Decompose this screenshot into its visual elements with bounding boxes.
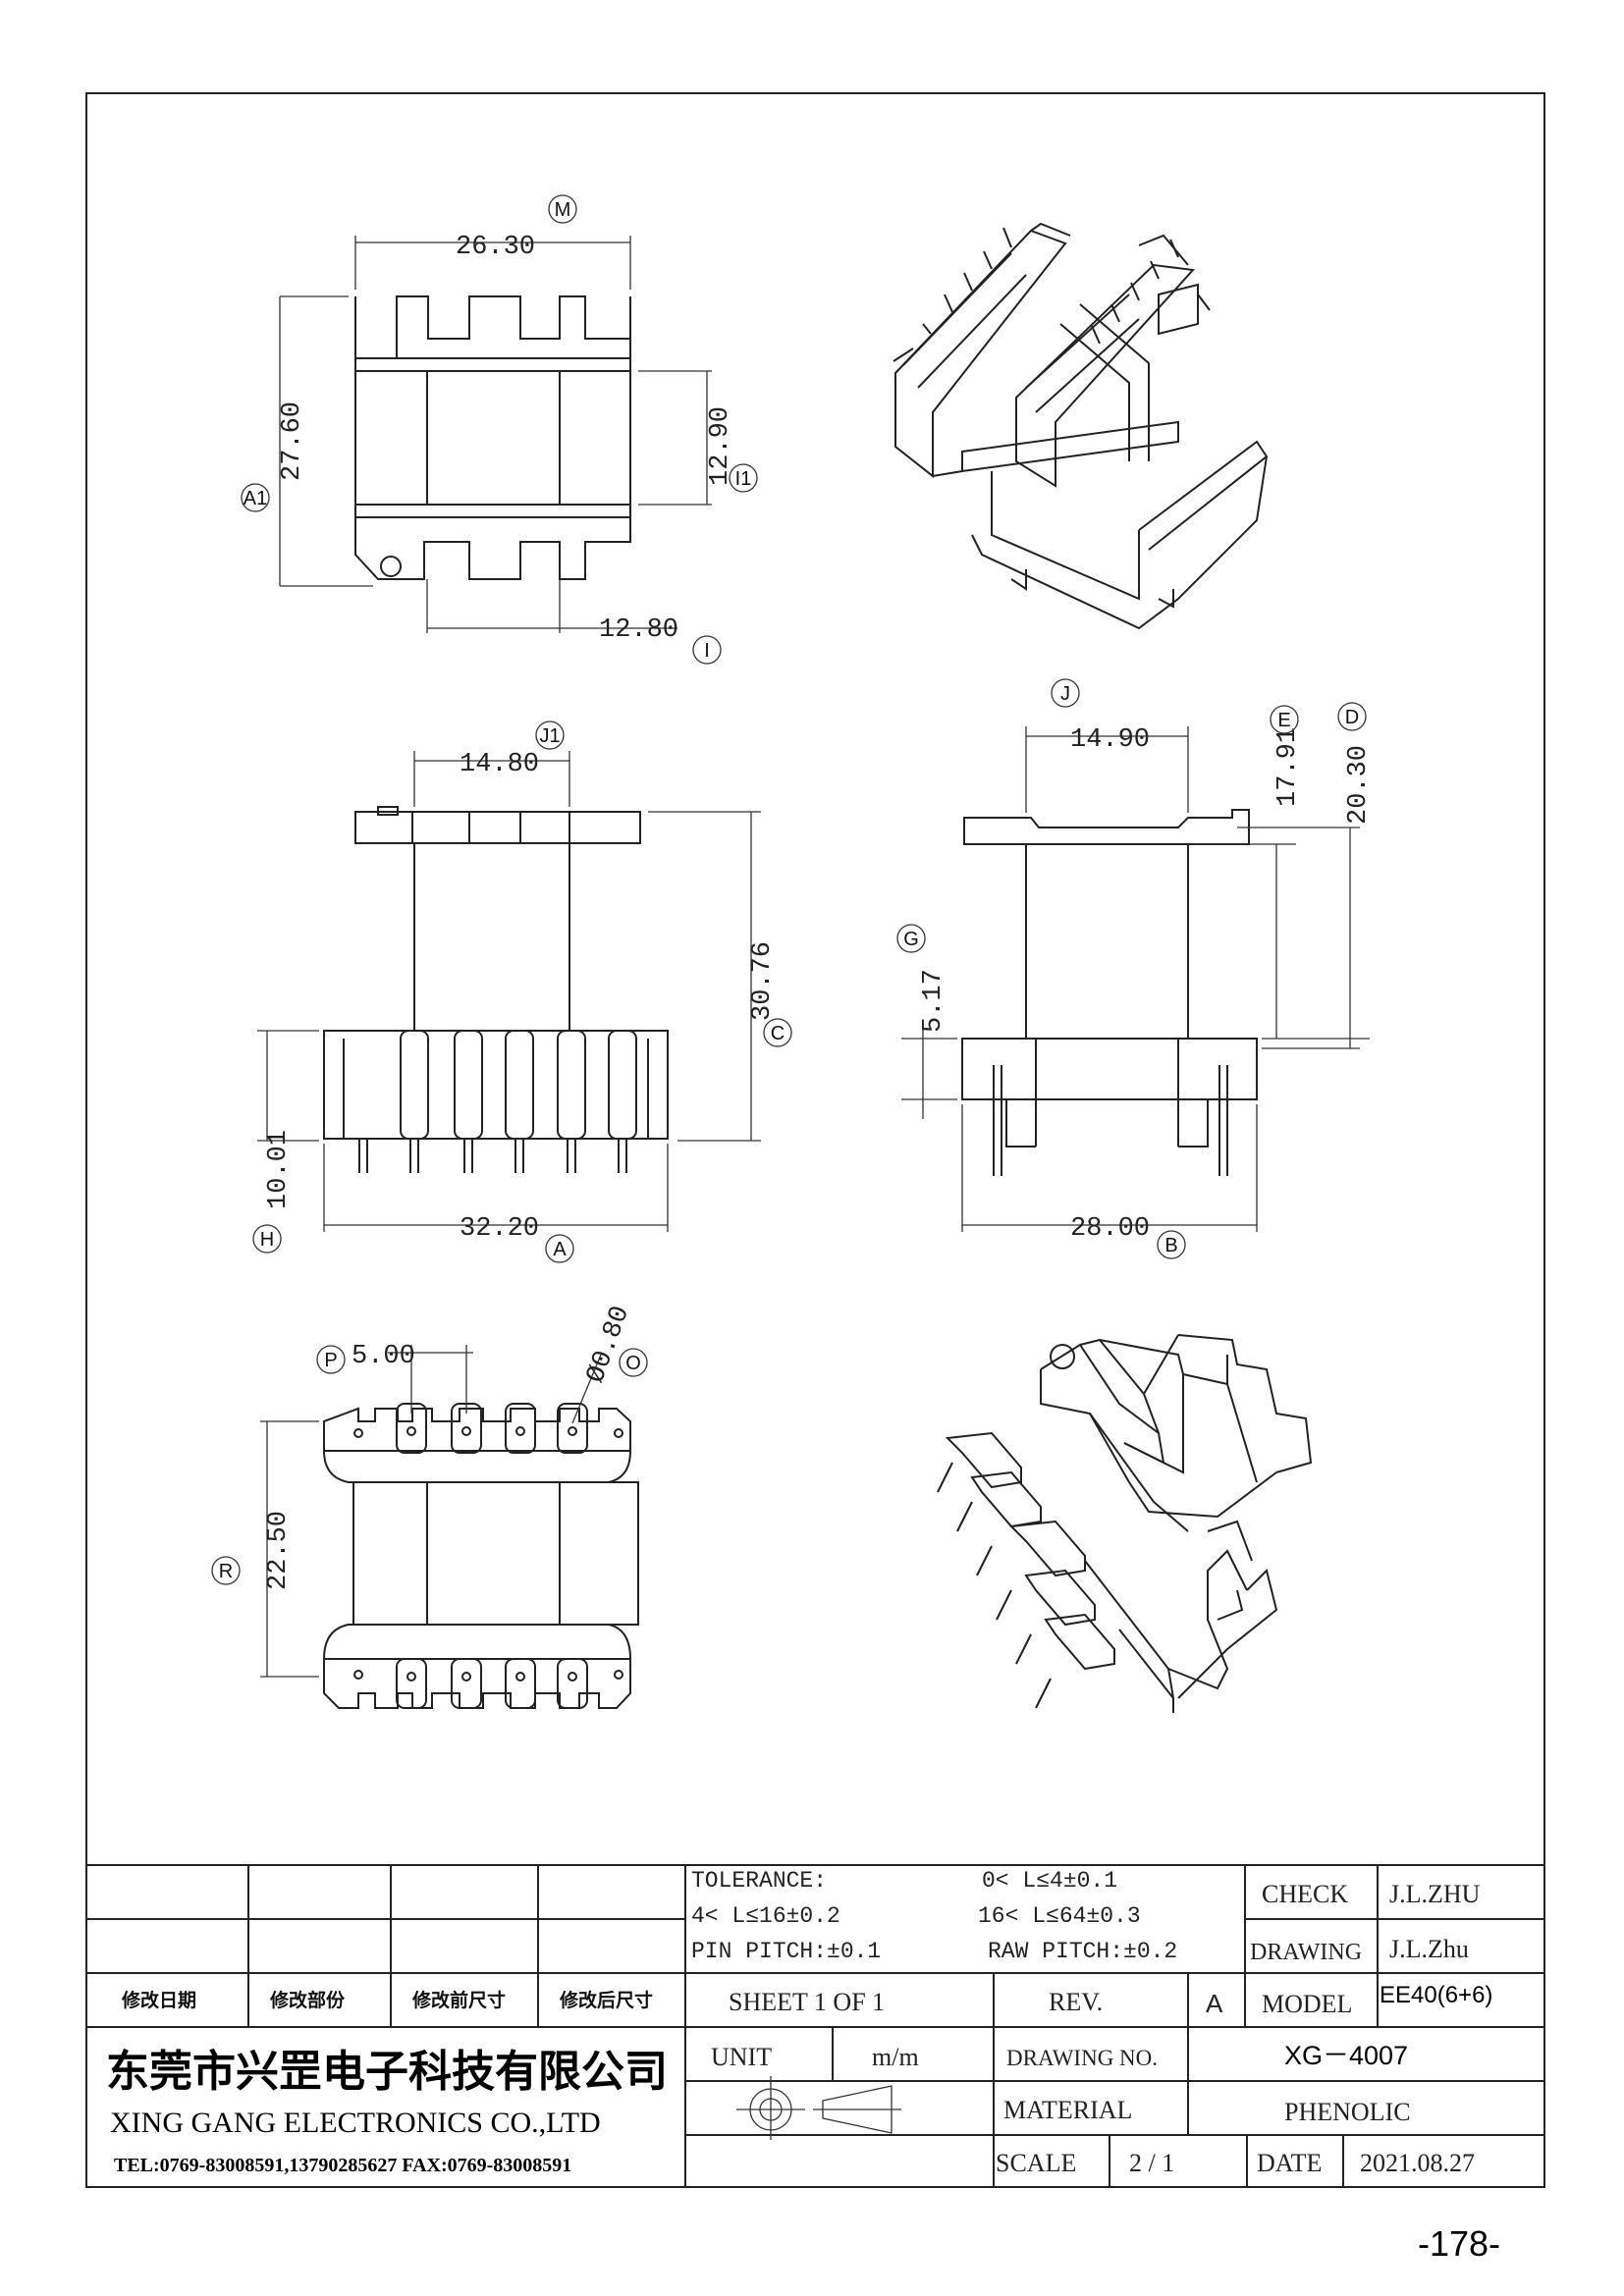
dim-side-h2: 20.30 <box>1344 745 1374 825</box>
dim-bottom-pin-dia: Ø0.80 <box>581 1303 636 1387</box>
date-value: 2021.08.27 <box>1360 2149 1475 2177</box>
rev-value: A <box>1206 1989 1223 2018</box>
page-number: -178- <box>1418 2223 1500 2264</box>
tolerance-3: 16< L≤64±0.3 <box>978 1903 1141 1929</box>
company-name-cn: 东莞市兴罡电子科技有限公司 <box>106 2047 668 2097</box>
date-label: DATE <box>1257 2149 1322 2177</box>
check-value: J.L.ZHU <box>1389 1880 1481 1908</box>
label-E: E <box>1277 710 1290 731</box>
label-R: R <box>219 1561 233 1582</box>
label-J1: J1 <box>539 725 560 747</box>
label-H: H <box>260 1229 274 1251</box>
dim-front-top-width: 14.80 <box>460 750 539 779</box>
rev-before-col: 修改前尺寸 <box>411 1989 506 2011</box>
company-contact: TEL:0769-83008591,13790285627 FAX:0769-8… <box>114 2155 571 2176</box>
rev-label: REV. <box>1049 1988 1103 2016</box>
model-value: EE40(6+6) <box>1380 1982 1492 2008</box>
dim-side-pin: 5.17 <box>919 969 948 1033</box>
tolerance-2: 4< L≤16±0.2 <box>691 1903 840 1929</box>
drawing-no-label: DRAWING NO. <box>1006 2046 1158 2070</box>
dim-bottom-pitch: 5.00 <box>352 1342 415 1371</box>
dim-side-top-width: 14.90 <box>1070 725 1150 755</box>
raw-pitch: RAW PITCH:±0.2 <box>988 1939 1177 1964</box>
unit-label: UNIT <box>711 2043 772 2071</box>
rev-after-col: 修改后尺寸 <box>559 1989 653 2011</box>
rev-date-col: 修改日期 <box>121 1989 196 2011</box>
pin-pitch: PIN PITCH:±0.1 <box>691 1939 881 1964</box>
front-view <box>257 751 761 1232</box>
company-name-en: XING GANG ELECTRONICS CO.,LTD <box>110 2107 601 2139</box>
label-A1: A1 <box>244 488 267 509</box>
dim-top-height: 27.60 <box>278 401 307 481</box>
dim-front-width: 32.20 <box>460 1214 539 1244</box>
material-value: PHENOLIC <box>1284 2098 1411 2126</box>
dim-side-h1: 17.91 <box>1273 727 1303 807</box>
dim-top-inner-width: 12.80 <box>599 615 678 645</box>
label-J: J <box>1060 683 1070 705</box>
label-I: I <box>704 640 710 662</box>
scale-label: SCALE <box>996 2149 1076 2177</box>
material-label: MATERIAL <box>1003 2096 1132 2124</box>
unit-value: m/m <box>872 2043 919 2071</box>
label-I1: I1 <box>735 468 752 490</box>
title-block <box>86 1864 1544 2187</box>
scale-value: 2 / 1 <box>1129 2149 1174 2177</box>
drawing-no-value: XG－4007 <box>1284 2041 1408 2070</box>
iso-view-bottom <box>937 1334 1313 1713</box>
sheet-info: SHEET 1 OF 1 <box>729 1988 885 2016</box>
rev-part-col: 修改部份 <box>269 1989 346 2011</box>
dim-front-height: 30.76 <box>748 941 778 1021</box>
top-view <box>279 236 712 633</box>
dim-side-width: 28.00 <box>1070 1214 1150 1244</box>
tolerance-1: 0< L≤4±0.1 <box>982 1868 1117 1894</box>
dim-top-width: 26.30 <box>456 233 535 262</box>
label-B: B <box>1164 1235 1177 1256</box>
dim-bottom-height: 22.50 <box>264 1511 294 1590</box>
label-P: P <box>324 1350 337 1371</box>
drawing-value: J.L.Zhu <box>1389 1935 1469 1963</box>
dim-front-base-height: 10.01 <box>264 1130 294 1209</box>
side-view <box>901 726 1370 1232</box>
label-D: D <box>1345 707 1359 728</box>
label-C: C <box>771 1023 785 1044</box>
label-G: G <box>903 929 919 950</box>
check-label: CHECK <box>1262 1880 1348 1908</box>
iso-view-top <box>893 222 1269 630</box>
label-A: A <box>553 1239 567 1260</box>
sheet-border <box>85 92 1545 2188</box>
drawing-label: DRAWING <box>1250 1940 1362 1965</box>
tolerance-title: TOLERANCE: <box>691 1868 827 1894</box>
label-O: O <box>625 1353 641 1374</box>
model-label: MODEL <box>1262 1990 1352 2018</box>
dim-top-inner-height: 12.90 <box>706 406 735 486</box>
bottom-view <box>260 1345 639 1709</box>
label-M: M <box>555 199 571 221</box>
